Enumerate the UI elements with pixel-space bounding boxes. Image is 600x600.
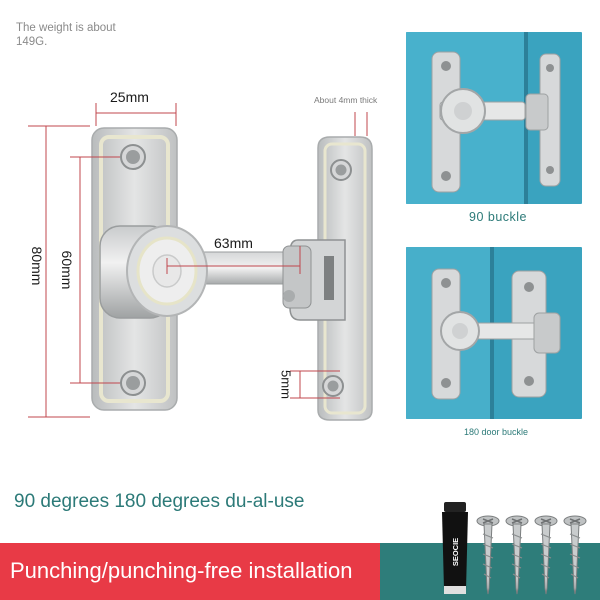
photo-90-buckle — [406, 32, 582, 204]
installation-banner — [0, 543, 600, 600]
installation-banner-text: Punching/punching-free installation — [10, 558, 353, 583]
caption-90-buckle: 90 buckle — [469, 210, 528, 224]
screws — [476, 515, 587, 595]
screw-3 — [534, 515, 558, 595]
glue-label: SEOCIE — [451, 538, 460, 566]
screw-2 — [505, 515, 529, 595]
screw-1 — [476, 515, 500, 595]
screw-4 — [563, 515, 587, 595]
latch-diagram — [28, 103, 373, 421]
photo-180-door-buckle — [406, 247, 582, 419]
dimension-lines — [28, 103, 368, 418]
caption-180-door-buckle: 180 door buckle — [464, 427, 529, 437]
dim-hole-label: 5mm — [278, 370, 294, 399]
dual-use-text: 90 degrees 180 degrees du-al-use — [14, 491, 305, 512]
glue-tube: SEOCIE — [442, 502, 468, 594]
dim-width-label: 25mm — [110, 89, 149, 105]
dim-hole-spacing-label: 60mm — [59, 250, 75, 290]
weight-note: The weight is about 149G. — [16, 22, 116, 48]
dim-length-label: 80mm — [29, 246, 45, 286]
dim-bar-label: 63mm — [214, 235, 253, 251]
thickness-note: About 4mm thick — [314, 95, 378, 105]
